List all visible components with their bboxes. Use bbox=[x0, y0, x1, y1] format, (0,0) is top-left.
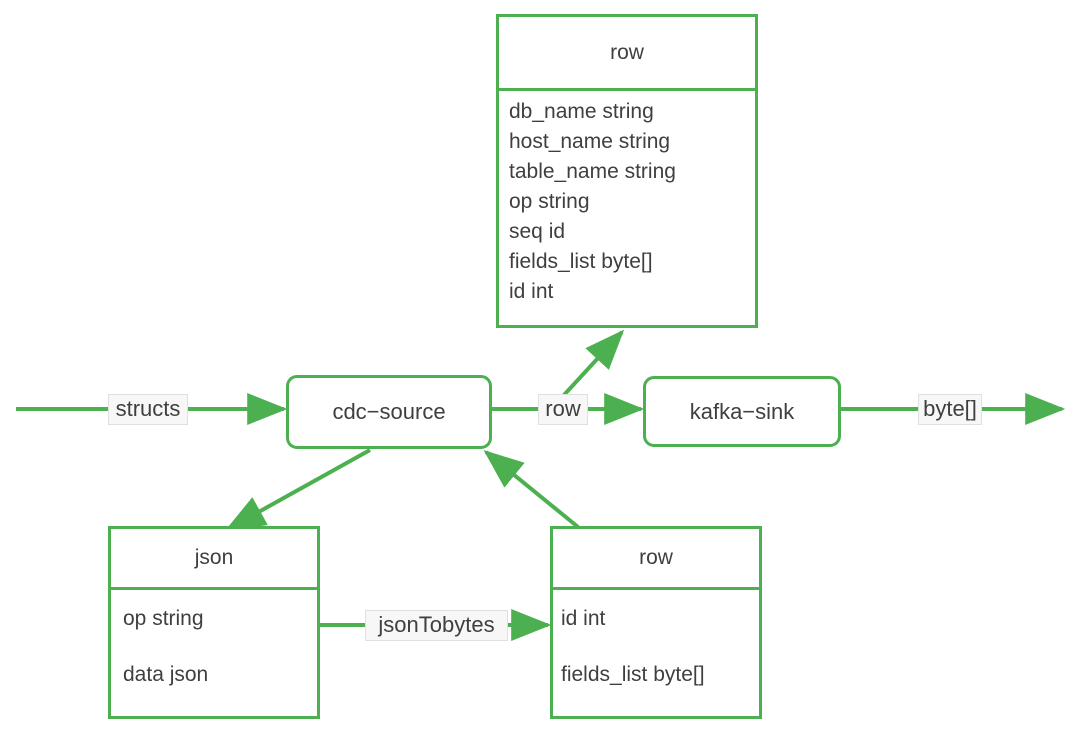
entity-title: json bbox=[111, 529, 317, 590]
connector-cdc-source-to-json bbox=[225, 448, 371, 531]
entity-attribute: seq id bbox=[509, 220, 566, 243]
entity-attribute: fields_list byte[] bbox=[561, 663, 705, 686]
edge-label-row: row bbox=[538, 394, 588, 425]
entity-attributes: op string data json bbox=[111, 590, 317, 716]
entity-attribute: id int bbox=[509, 280, 554, 303]
entity-attribute: op string bbox=[123, 607, 204, 630]
entity-attribute: op string bbox=[509, 190, 590, 213]
connector-row-bottom-to-cdc-source bbox=[483, 449, 580, 529]
entity-attribute: data json bbox=[123, 663, 209, 686]
process-kafka-sink[interactable]: kafka−sink bbox=[643, 376, 841, 447]
edge-label-structs: structs bbox=[108, 394, 188, 425]
entity-attribute: table_name string bbox=[509, 160, 676, 183]
entity-json[interactable]: json op string data json bbox=[108, 526, 320, 719]
edge-label-bytes: byte[] bbox=[918, 394, 982, 425]
entity-attributes: id int fields_list byte[] bbox=[553, 590, 759, 716]
entity-attribute: fields_list byte[] bbox=[509, 250, 653, 273]
process-cdc-source[interactable]: cdc−source bbox=[286, 375, 492, 449]
edge-label-jsontobytes: jsonTobytes bbox=[365, 610, 508, 641]
entity-row-bottom[interactable]: row id int fields_list byte[] bbox=[550, 526, 762, 719]
entity-title: row bbox=[553, 529, 759, 590]
entity-attribute: host_name string bbox=[509, 130, 671, 153]
entity-row-top[interactable]: row db_name string host_name string tabl… bbox=[496, 14, 758, 328]
entity-attribute: db_name string bbox=[509, 100, 654, 123]
connector-row-label-to-row-entity bbox=[562, 329, 625, 397]
entity-attribute: id int bbox=[561, 607, 606, 630]
entity-attributes: db_name string host_name string table_na… bbox=[499, 91, 755, 325]
entity-title: row bbox=[499, 17, 755, 91]
